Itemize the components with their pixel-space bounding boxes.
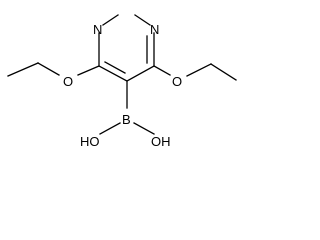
bond-b-oh-right — [133, 122, 155, 135]
atom-o-methoxy-label: O — [63, 74, 73, 89]
atom-ho-label: HO — [80, 134, 100, 149]
ethoxy-group — [153, 63, 237, 81]
bond-c2-n3 — [134, 14, 151, 26]
bond-o-ch2 — [186, 63, 212, 77]
pyrimidine-ring — [98, 14, 155, 82]
boronic-acid-group — [99, 80, 155, 135]
bond-c6-o — [77, 65, 100, 76]
atom-b-label: B — [122, 112, 131, 127]
bond-o-ch3 — [37, 62, 60, 76]
bond-ch3-end — [7, 62, 39, 77]
atom-oh-label: OH — [151, 134, 171, 149]
bond-c4-c5 — [126, 65, 155, 82]
structure-canvas: N N O O B HO OH — [7, 14, 237, 149]
bond-n1-c2 — [102, 14, 119, 26]
bond-c4-o — [153, 65, 171, 76]
atom-n1-label: N — [93, 22, 102, 37]
bond-c5-c6-inner — [104, 61, 126, 74]
bond-b-oh-left — [99, 122, 121, 135]
atom-n3-label: N — [150, 22, 159, 37]
bond-ch2-ch3 — [210, 63, 237, 81]
atom-o-ethoxy-label: O — [172, 74, 182, 89]
molecule-structure: N N O O B HO OH — [7, 14, 237, 149]
methoxy-group — [7, 62, 100, 77]
bond-c5-c6 — [98, 65, 128, 82]
